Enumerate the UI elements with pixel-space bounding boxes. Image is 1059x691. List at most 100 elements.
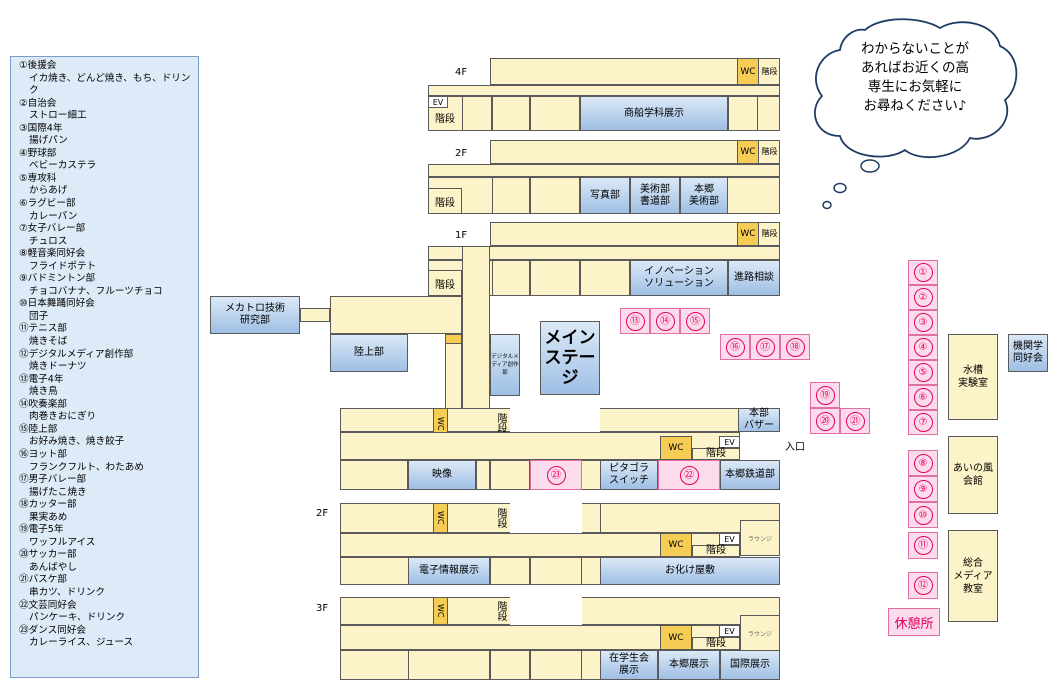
stall-13[interactable]: ⑬ (620, 308, 650, 334)
stall-11[interactable]: ⑪ (908, 532, 938, 559)
main-stage[interactable]: メインステージ (540, 321, 600, 395)
ainokaze-hall[interactable]: あいの風会館 (948, 436, 998, 514)
stall-19[interactable]: ⑲ (810, 382, 840, 408)
hongo-exhibit[interactable]: 本郷展示 (658, 650, 720, 680)
hongo-line: 美術部 (689, 195, 719, 207)
legend-item: 揚げたこ焼き (29, 486, 87, 498)
stall-9[interactable]: ⑨ (908, 476, 938, 502)
career-consultation[interactable]: 進路相談 (728, 260, 780, 296)
legend-org: ⑧軽音楽同好会 (19, 248, 86, 260)
legend-org: ⑩日本舞踊同好会 (19, 298, 95, 310)
s1f-room (340, 460, 408, 490)
stall-num: ⑤ (913, 363, 933, 382)
floor-s2f-label: 2F (316, 508, 329, 519)
stall-20[interactable]: ⑳ (810, 408, 840, 434)
council-line: 展示 (619, 665, 639, 676)
art-calligraphy[interactable]: 美術部書道部 (630, 177, 680, 214)
mecha-line: 研究部 (240, 315, 270, 326)
legend-org: ②自治会 (19, 97, 57, 109)
entrance-label: 入口 (785, 442, 805, 453)
4f-corridor-top (490, 58, 780, 85)
stall-21[interactable]: ㉑ (840, 408, 870, 434)
stall-num: ⑨ (913, 479, 933, 499)
wc-4f: WC (737, 58, 759, 85)
rest-area[interactable]: 休憩所 (888, 608, 940, 636)
stall-num: ② (913, 288, 933, 307)
tank-line: 水槽 (963, 365, 983, 376)
stall-num: ㉓ (546, 465, 566, 485)
ev-s1f: EV (719, 436, 740, 448)
hongo-art[interactable]: 本郷美術部 (680, 177, 728, 214)
legend-item: ストロー細工 (29, 110, 87, 122)
stall-num: ㉑ (845, 411, 865, 431)
wc-1f: WC (737, 222, 759, 246)
innovation-solution[interactable]: イノベーションソリューション (630, 260, 728, 296)
legend-org: ④野球部 (19, 147, 57, 159)
4f-room (462, 96, 492, 131)
video-exhibit[interactable]: 映像 (408, 460, 476, 490)
stall-22[interactable]: ㉒ (658, 460, 720, 490)
legend-item: 串カツ、ドリンク (29, 586, 105, 598)
stall-16[interactable]: ⑯ (720, 334, 750, 360)
legend-org: ⑤専攻科 (19, 172, 57, 184)
digital-media-club[interactable]: デジタルメディア創作部 (490, 334, 520, 396)
stall-1[interactable]: ① (908, 260, 938, 285)
student-council-exhibit[interactable]: 在学生会展示 (600, 650, 658, 680)
stall-4[interactable]: ④ (908, 335, 938, 360)
stall-5[interactable]: ⑤ (908, 360, 938, 385)
stall-23[interactable]: ㉓ (530, 460, 582, 490)
stall-15[interactable]: ⑮ (680, 308, 710, 334)
s2f-room (490, 557, 530, 585)
stall-3[interactable]: ③ (908, 310, 938, 335)
track-club[interactable]: 陸上部 (330, 334, 408, 372)
bubble-line: 専生にお気軽に (867, 79, 963, 95)
intl-exhibit[interactable]: 国際展示 (720, 650, 780, 680)
pita-line: ピタゴラ (609, 463, 649, 474)
legend-item: イカ焼き、どんど焼き、もち、ドリンク (29, 72, 191, 97)
stall-10[interactable]: ⑩ (908, 502, 938, 528)
legend-org: ⑳サッカー部 (19, 549, 77, 561)
general-media-room[interactable]: 総合メディア教室 (948, 530, 998, 622)
bubble-line: わからないことが (861, 41, 969, 57)
mechatronics-club[interactable]: メカトロ技術研究部 (210, 296, 300, 334)
aino-line: あいの風 (953, 463, 993, 474)
stall-num: ⑩ (913, 505, 933, 525)
stall-num: ⑪ (913, 536, 933, 555)
connector-block (330, 296, 462, 334)
electronics-info-exhibit[interactable]: 電子情報展示 (408, 557, 490, 585)
stairs-1f-right: 階段 (761, 229, 778, 238)
s3f-gap (510, 597, 582, 625)
stall-18[interactable]: ⑱ (780, 334, 810, 360)
legend-org: ⑥ラグビー部 (19, 198, 76, 210)
stall-12[interactable]: ⑫ (908, 572, 938, 599)
pythagora-switch[interactable]: ピタゴラスイッチ (600, 460, 658, 490)
2f-corridor-top (490, 140, 780, 164)
stall-7[interactable]: ⑦ (908, 410, 938, 435)
water-tank-lab[interactable]: 水槽実験室 (948, 334, 998, 420)
hongo-line: 本郷 (694, 183, 714, 195)
hongo-railway[interactable]: 本郷鉄道部 (720, 460, 780, 490)
stall-6[interactable]: ⑥ (908, 385, 938, 410)
stall-8[interactable]: ⑧ (908, 450, 938, 476)
s1f-gap (510, 408, 600, 432)
hq-bazaar[interactable]: 本部バザー (738, 408, 780, 432)
s3f-room (490, 650, 530, 680)
legend-org: ㉓ダンス同好会 (19, 624, 86, 636)
haunted-house[interactable]: お化け屋敷 (600, 557, 780, 585)
stall-2[interactable]: ② (908, 285, 938, 310)
stall-14[interactable]: ⑭ (650, 308, 680, 334)
s1f-room (476, 460, 490, 490)
wc-2f: WC (737, 140, 759, 164)
engine-club[interactable]: 機関学同好会 (1008, 334, 1048, 372)
legend-item: お好み焼き、焼き餃子 (29, 436, 125, 448)
legend-org: ⑱カッター部 (19, 499, 77, 511)
floor-4f-label: 4F (455, 67, 468, 78)
4f-room (492, 96, 530, 131)
stall-17[interactable]: ⑰ (750, 334, 780, 360)
sogo-line: 教室 (963, 583, 983, 595)
shosen-exhibit[interactable]: 商船学科展示 (580, 96, 728, 131)
info-bubble (813, 18, 1018, 210)
photo-club[interactable]: 写真部 (580, 177, 630, 214)
lounge-s3f: ラウンジ (740, 615, 780, 651)
legend-org: ㉑バスケ部 (19, 574, 67, 586)
